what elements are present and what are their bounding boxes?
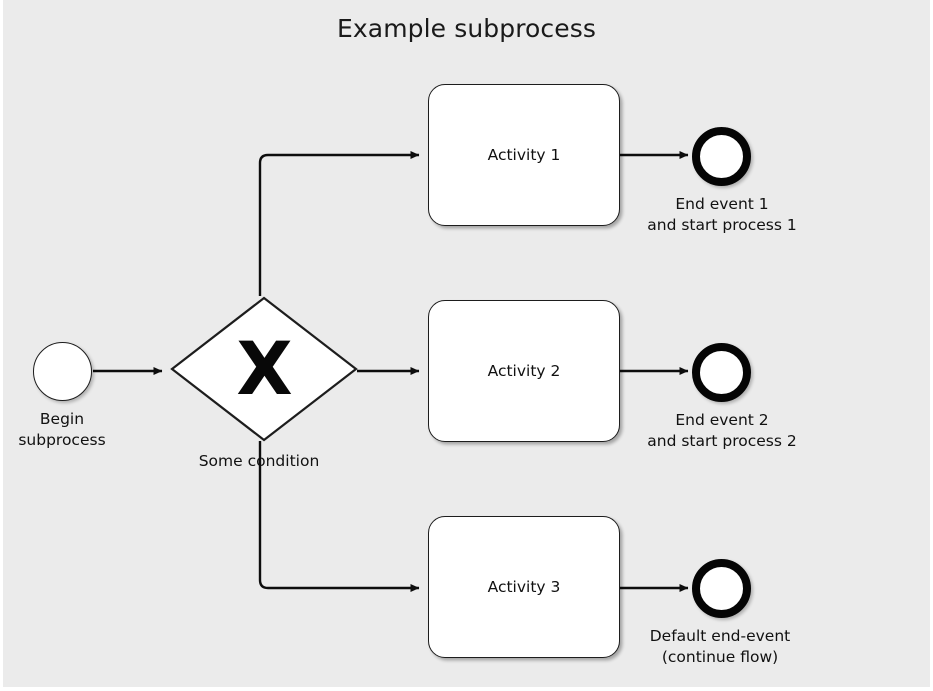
end-event-2-label-line2: and start process 2 [647,432,797,451]
end-event-2-label: End event 2 and start process 2 [602,410,842,453]
start-event-label: Begin subprocess [0,409,152,452]
gateway-marker-x: X [236,326,292,412]
end-event-1-label-line2: and start process 1 [647,216,797,235]
start-event-circle[interactable] [33,342,92,401]
end-event-2-circle[interactable] [692,343,751,402]
end-event-3-label: Default end-event (continue flow) [600,626,840,669]
end-event-3-label-line1: Default end-event [649,627,791,645]
end-event-1-label-line1: End event 1 [675,195,769,213]
start-event-label-line2: subprocess [18,431,106,450]
end-event-3-circle[interactable] [692,559,751,618]
end-event-2-label-line1: End event 2 [675,411,769,429]
end-event-1-label: End event 1 and start process 1 [602,194,842,237]
end-event-3-label-line2: (continue flow) [661,648,779,667]
task-activity-3-label: Activity 3 [487,578,561,596]
task-activity-1[interactable]: Activity 1 [428,84,620,226]
exclusive-gateway[interactable]: X [170,296,358,442]
task-activity-1-label: Activity 1 [487,146,561,164]
end-event-1-circle[interactable] [692,127,751,186]
gateway-diamond-icon [170,296,358,442]
page-title: Example subprocess [336,14,596,43]
task-activity-2-label: Activity 2 [487,362,561,380]
task-activity-3[interactable]: Activity 3 [428,516,620,658]
gateway-label: Some condition [198,452,320,470]
start-event-label-line1: Begin [39,410,85,428]
task-activity-2[interactable]: Activity 2 [428,300,620,442]
